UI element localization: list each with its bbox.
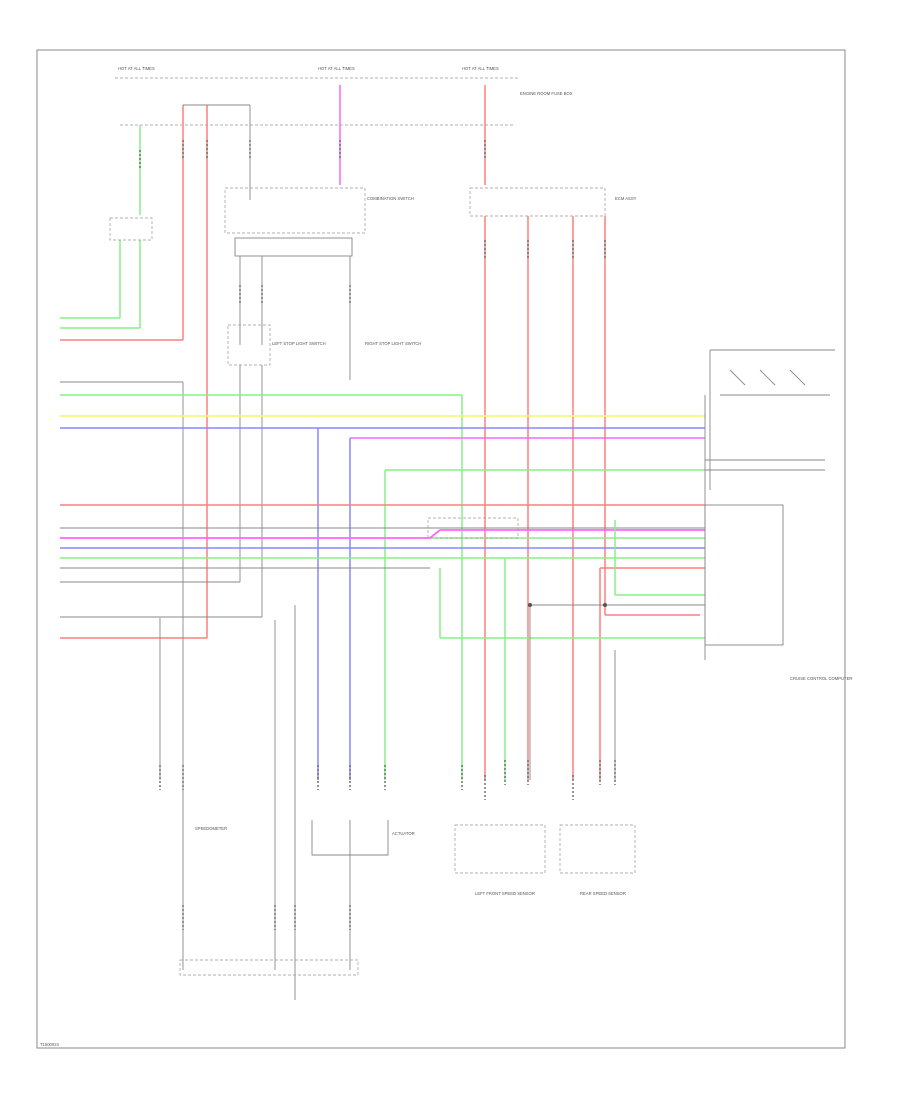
ground-bus [179,959,359,976]
rear-speed-sensor-label: REAR SPEED SENSOR [580,891,626,896]
cruise-computer-label: CRUISE CONTROL COMPUTER [790,676,852,681]
rear-speed-sensor-box [559,824,636,874]
lf-speed-sensor-box [454,824,546,874]
left-stop-switch-label: LEFT STOP LIGHT SWITCH [272,341,326,346]
combination-switch-box [224,187,366,234]
lf-speed-sensor-label: LEFT FRONT SPEED SENSOR [475,891,535,896]
actuator-bracket [311,820,389,856]
diagram-frame [36,49,846,1049]
switch-contact [729,369,746,386]
dashed-box [427,517,519,539]
actuator-label: ACTUATOR [392,831,415,836]
relay-box [109,217,153,241]
left-stop-switch-box [227,324,271,366]
switch-contact [789,369,806,386]
cruise-control-computer-box [704,504,784,646]
connector-marks [139,140,616,930]
wire [429,529,441,539]
ecm-label: ECM ASSY [615,196,637,201]
ecm-box [469,187,606,217]
switch-contact [759,369,776,386]
combination-switch-inner [234,237,353,257]
speedometer-label: SPEEDOMETER [195,826,227,831]
splice-dot [603,603,607,607]
combination-switch-label: COMBINATION SWITCH [367,196,414,201]
splice-dot [528,603,532,607]
hot-label-2: HOT AT ALL TIMES [318,66,355,71]
hot-label-3: HOT AT ALL TIMES [462,66,499,71]
hot-label-1: HOT AT ALL TIMES [118,66,155,71]
fuse-box-label: ENGINE ROOM FUSE BOX [520,91,573,96]
figure-code: T1500024 [40,1042,60,1047]
right-stop-switch-label: RIGHT STOP LIGHT SWITCH [365,341,421,346]
